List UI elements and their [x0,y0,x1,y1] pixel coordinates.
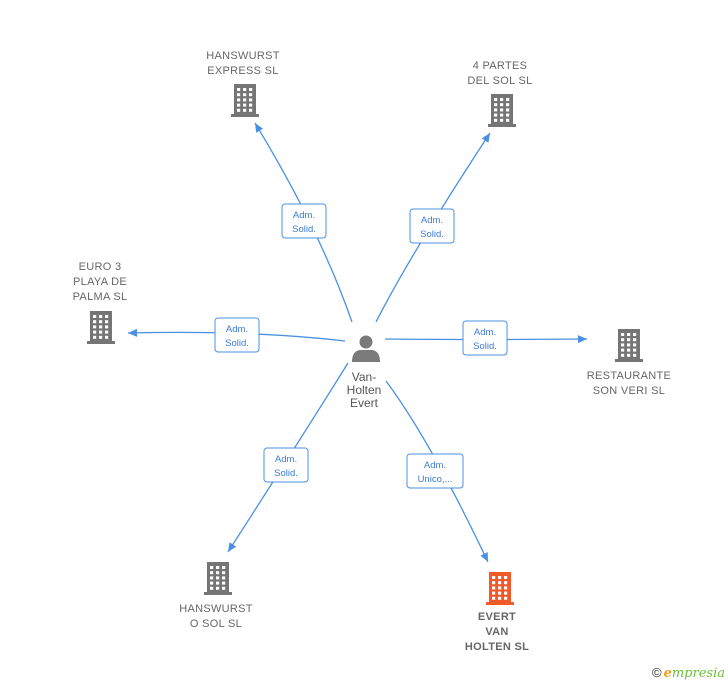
edge-label-text: Solid. [292,224,316,235]
building-icon [488,94,516,127]
edge-label-text: Adm. [424,460,446,471]
person-name-line: Holten [347,383,382,397]
building-icon [615,329,643,362]
person-name-line: Evert [350,396,379,410]
brand-name: mpresia [671,666,725,681]
edge-label-4-partes[interactable]: Adm. Solid. [409,208,455,244]
edge-label-text: Adm. [226,324,248,335]
edge-label-text: Adm. [293,210,315,221]
nodes-layer: HANSWURST EXPRESS SL 4 PARTES DEL SOL SL EUR… [73,50,671,653]
edge-label-euro-3[interactable]: Adm. Solid. [214,317,260,353]
company-name-line: PALMA SL [73,291,128,303]
edge-label-text: Unico,... [418,474,453,485]
company-name-line: PLAYA DE [73,276,127,288]
edge-label-box [462,320,508,356]
edge-label-restaurante[interactable]: Adm. Solid. [462,320,508,356]
company-name-line: DEL SOL SL [467,75,532,87]
company-node-evert-van-holten[interactable]: EVERT VAN HOLTEN SL [465,572,529,653]
company-node-4-partes[interactable]: 4 PARTES DEL SOL SL [467,60,532,127]
person-icon [352,335,380,362]
copyright-icon: © [651,665,662,680]
company-name-line: 4 PARTES [473,60,528,72]
brand-footer[interactable]: ©empresia [652,665,725,681]
edge-label-box [281,203,327,239]
company-name-line: VAN [485,626,508,638]
edge-label-hanswurst-express[interactable]: Adm. Solid. [281,203,327,239]
company-name-line: EVERT [478,611,516,623]
company-name-line: HOLTEN SL [465,641,529,653]
company-node-restaurante[interactable]: RESTAURANTE SON VERI SL [587,329,671,397]
arrow-head [255,123,264,133]
company-node-euro-3[interactable]: EURO 3 PLAYA DE PALMA SL [73,261,128,344]
brand-initial: e [663,666,672,681]
edge-label-text: Solid. [473,341,497,352]
edge-label-text: Solid. [420,229,444,240]
edge-label-box [406,453,464,489]
arrow-head [577,335,587,344]
building-icon [87,311,115,344]
edge-label-evert-van-holten[interactable]: Adm. Unico,... [406,453,464,489]
company-name-line: HANSWURST [179,603,253,615]
building-icon [486,572,514,605]
arrow-head [481,133,490,143]
building-icon [204,562,232,595]
company-name-line: HANSWURST [206,50,280,62]
person-name-line: Van- [352,370,376,384]
edge-label-text: Adm. [474,327,496,338]
edge-label-hanswurst-o-sol[interactable]: Adm. Solid. [263,447,309,483]
edge-label-box [214,317,260,353]
company-name-line: RESTAURANTE [587,370,671,382]
company-name-line: SON VERI SL [593,385,665,397]
building-icon [231,84,259,117]
arrow-head [128,328,138,337]
company-node-hanswurst-o-sol[interactable]: HANSWURST O SOL SL [179,562,253,630]
edge-label-box [263,447,309,483]
edges-layer [127,122,588,563]
edge-label-text: Adm. [421,215,443,226]
company-name-line: EXPRESS SL [207,65,278,77]
edge-labels-layer: Adm. Solid. Adm. Solid. Adm. Solid. Adm. Solid.… [214,203,508,489]
edge-label-text: Adm. [275,454,297,465]
company-name-line: EURO 3 [79,261,122,273]
edge-label-text: Solid. [225,338,249,349]
company-name-line: O SOL SL [190,618,242,630]
company-node-hanswurst-express[interactable]: HANSWURST EXPRESS SL [206,50,280,117]
arrow-head [480,552,488,562]
edge-label-text: Solid. [274,468,298,479]
arrow-head [228,542,237,552]
edge-label-box [409,208,455,244]
